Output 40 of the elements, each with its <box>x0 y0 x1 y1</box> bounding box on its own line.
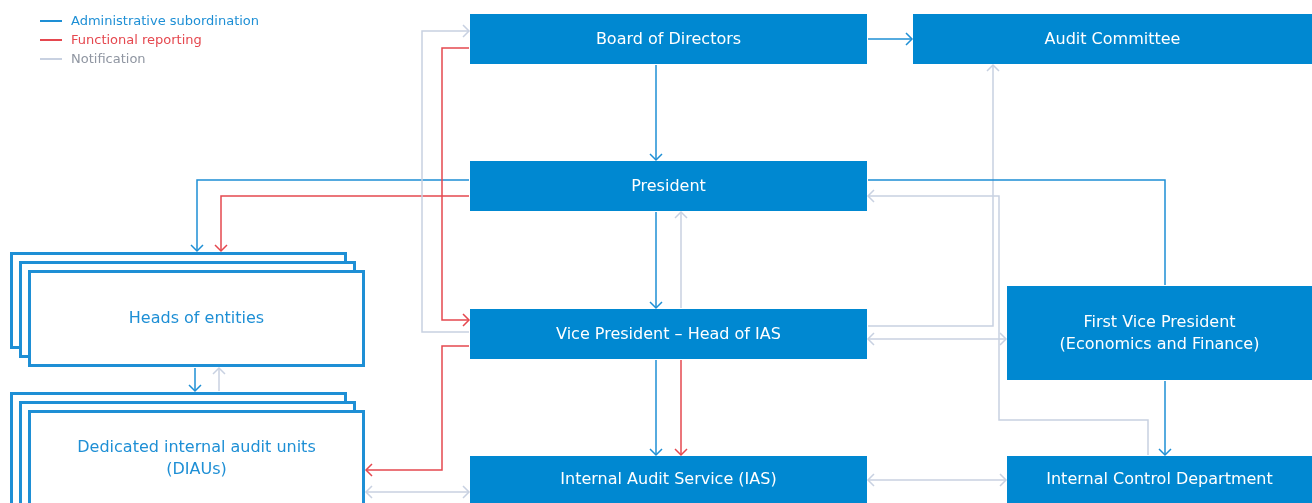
node-label: Audit Committee <box>1044 27 1181 50</box>
legend-label: Administrative subordination <box>71 13 260 28</box>
node-label: Internal Control Department <box>1046 468 1273 491</box>
stacked-box <box>10 392 365 503</box>
node-label: Board of Directors <box>595 27 742 50</box>
arrow <box>188 367 202 392</box>
arrow <box>867 64 1000 327</box>
arrow <box>649 211 663 309</box>
arrow <box>649 64 663 161</box>
legend-label: Notification <box>71 51 146 66</box>
legend-label: Functional reporting <box>71 32 202 47</box>
arrow <box>674 211 688 309</box>
arrow <box>649 359 663 456</box>
arrow <box>365 485 470 499</box>
node-label: President <box>631 174 706 197</box>
stacked-box <box>10 252 365 367</box>
arrow <box>867 189 1149 456</box>
arrow <box>214 195 470 252</box>
arrow <box>212 367 226 392</box>
arrow <box>867 32 913 46</box>
node-label: First Vice President (Economics and Finance) <box>1058 310 1261 355</box>
node-label: Dedicated internal audit units (DIAUs) <box>76 435 317 480</box>
process-box <box>1007 286 1312 380</box>
node-label: Vice President – Head of IAS <box>556 322 781 345</box>
arrow <box>421 24 470 333</box>
process-box <box>470 309 867 359</box>
arrow <box>674 359 688 456</box>
node-label: Internal Audit Service (IAS) <box>560 468 777 491</box>
node-label: Heads of entities <box>128 307 265 330</box>
process-box <box>470 456 867 503</box>
arrow <box>441 47 470 327</box>
process-box <box>470 14 867 64</box>
arrow <box>1158 380 1172 456</box>
process-box <box>470 161 867 211</box>
process-box <box>1007 456 1312 503</box>
process-box <box>913 14 1312 64</box>
arrow <box>867 332 1007 346</box>
arrow <box>365 345 470 477</box>
arrow <box>190 179 470 252</box>
arrow <box>867 473 1007 487</box>
